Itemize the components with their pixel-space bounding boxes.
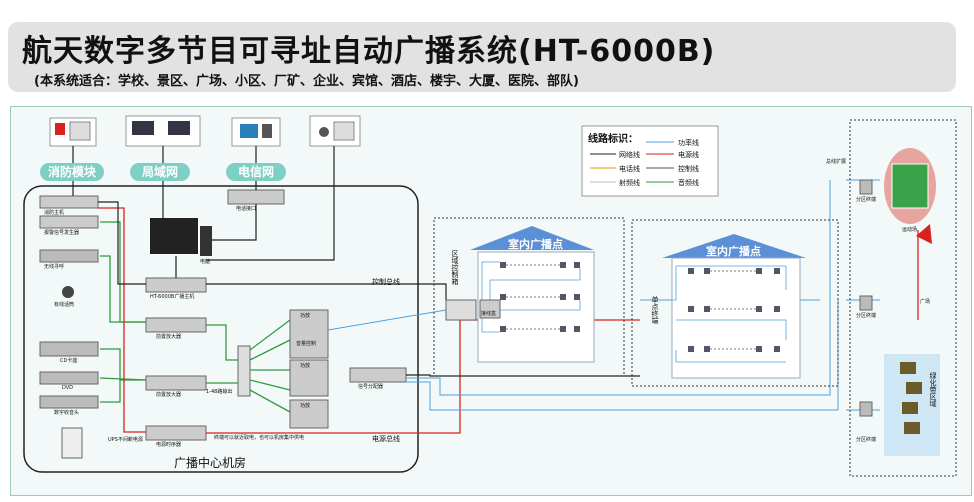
pre-amp-2-device	[145, 375, 207, 391]
legend-box	[581, 125, 719, 197]
zone-terminal-2-device	[859, 295, 873, 311]
sports-field-grass	[891, 163, 929, 209]
left-building-zone	[433, 217, 625, 377]
right-building-zone	[631, 219, 839, 387]
left-building-title: 室内广播点	[508, 238, 563, 251]
legend-phone: 电话线	[619, 165, 640, 173]
paging-label: 无线寻呼	[44, 264, 65, 270]
ups-device	[61, 427, 83, 459]
right-building-roof	[662, 234, 806, 258]
center-equipment	[39, 189, 407, 459]
title-banner	[8, 22, 956, 92]
legend-power: 电源线	[678, 151, 699, 159]
line-out-device	[349, 367, 407, 383]
router-device	[237, 345, 251, 397]
center-room-outline	[23, 185, 419, 473]
alarm-generator-device	[39, 215, 99, 229]
control-bus-label: 控制总线	[372, 278, 400, 286]
single-terminal-label: 单点终端	[651, 296, 659, 324]
junction-box-label: 接线盒	[481, 311, 497, 317]
computer-icon-2	[168, 121, 190, 135]
left-building-dashes	[506, 264, 560, 330]
fire-module-pill: 消防模块	[40, 163, 104, 181]
zone-terminal-3-label: 分区终端	[856, 437, 877, 443]
right-building-title: 室内广播点	[706, 245, 761, 258]
line-out-label: 信号分配器	[358, 384, 384, 390]
right-building-wiring	[660, 265, 787, 363]
pc-tower-icon	[200, 226, 212, 256]
pc-monitor-icon	[150, 218, 198, 254]
alarm-gen-label: 报警信号发生器	[44, 230, 80, 236]
lan-pill: 局域网	[130, 163, 190, 181]
rack-3-label: 功放	[300, 403, 311, 409]
mic-device-icon	[62, 286, 74, 298]
page-title: 航天数字多节目可寻址自动广播系统(HT-6000B)	[22, 34, 716, 69]
page-subtitle: (本系统适合：学校、景区、广场、小区、厂矿、企业、宾馆、酒店、楼宇、大厦、医院、…	[34, 74, 579, 89]
outdoor-zone	[849, 119, 957, 477]
legend-control: 控制线	[678, 165, 699, 173]
legend-network: 网络线	[619, 151, 640, 159]
tuner-device	[39, 395, 99, 409]
power-bus-label: 电源总线	[372, 435, 400, 443]
rack-1-label: 功放	[300, 313, 311, 319]
legend-swatches	[590, 141, 674, 183]
zone-terminal-3-device	[859, 401, 873, 417]
audio-lines	[99, 221, 291, 413]
amp-rack-3	[289, 399, 329, 429]
network-lines	[72, 146, 640, 377]
amp-rack-2	[289, 359, 329, 397]
dvd-device	[39, 371, 99, 385]
plaza-flag-icon	[916, 224, 932, 244]
left-building-roof	[470, 226, 594, 250]
computer-icon-1	[132, 121, 154, 135]
tuner-label: 数字收音头	[54, 410, 80, 416]
center-title: 广播中心机房	[174, 456, 247, 470]
zone-control-box	[445, 299, 477, 321]
pre-amp-1-label: 前置放大器	[156, 334, 182, 340]
plaza-label: 广场	[920, 299, 931, 305]
legend-title: 线路标识：	[588, 134, 638, 145]
junction-box	[479, 299, 501, 319]
rack-2-label: 功放	[300, 363, 311, 369]
zone-terminal-1-device	[859, 179, 873, 195]
right-building-body	[671, 257, 801, 379]
power-seq-label: 电源时序器	[156, 442, 182, 448]
fire-alarm-icon	[55, 123, 65, 135]
power-seq-device	[145, 425, 207, 441]
phone-interface-device	[227, 189, 285, 205]
router-label: 1-48路输出	[206, 389, 233, 395]
telecom-pill: 电信网	[226, 163, 286, 181]
pre-amp-1-device	[145, 317, 207, 333]
mixer-label: 音量控制	[296, 341, 317, 347]
field-label: 运动场	[902, 227, 918, 233]
fire-host-label: 消防主机	[44, 210, 65, 216]
expand-label: 总线扩展	[826, 159, 847, 165]
phone-iface-label: 电话接口	[236, 206, 257, 212]
green-area-label: 绿化带区域	[929, 372, 937, 407]
cd-label: CD卡座	[60, 358, 78, 364]
left-building-speakers	[500, 262, 580, 332]
ups-label: UPS不间断电源	[108, 437, 143, 443]
zone-control-label: 区域控制箱	[451, 250, 459, 285]
legend-speaker: 功率线	[678, 139, 699, 147]
zone-terminal-2-label: 分区终端	[856, 313, 877, 319]
amp-rack-1	[289, 309, 329, 359]
main-unit-device	[145, 277, 207, 293]
right-building-speakers	[688, 268, 780, 352]
fire-host-device	[39, 195, 99, 209]
legend-rf: 射频线	[619, 179, 640, 187]
legend-audio: 音频线	[678, 179, 699, 187]
dvd-label: DVD	[62, 385, 74, 391]
zone-terminal-1-label: 分区终端	[856, 197, 877, 203]
pc-label: 电脑	[200, 259, 211, 265]
green-area-photos	[900, 362, 922, 434]
main-unit-label: HT-6000B广播主机	[150, 294, 195, 300]
terminal-note: 终端可以就近取电，也可以机房集中供电	[214, 435, 305, 441]
mic-label: 有线话筒	[54, 302, 75, 308]
paging-device	[39, 249, 99, 263]
pre-amp-2-label: 前置放大器	[156, 392, 182, 398]
cd-device	[39, 341, 99, 357]
